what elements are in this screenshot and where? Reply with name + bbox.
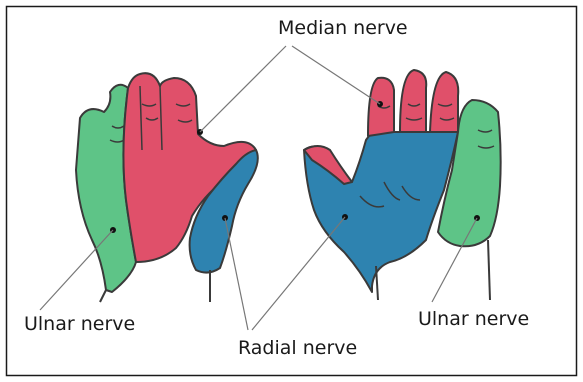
label-ulnar-nerve-left: Ulnar nerve: [24, 313, 135, 335]
label-radial-nerve: Radial nerve: [238, 337, 357, 359]
label-median-nerve: Median nerve: [278, 17, 408, 39]
label-ulnar-nerve-right: Ulnar nerve: [418, 308, 529, 330]
